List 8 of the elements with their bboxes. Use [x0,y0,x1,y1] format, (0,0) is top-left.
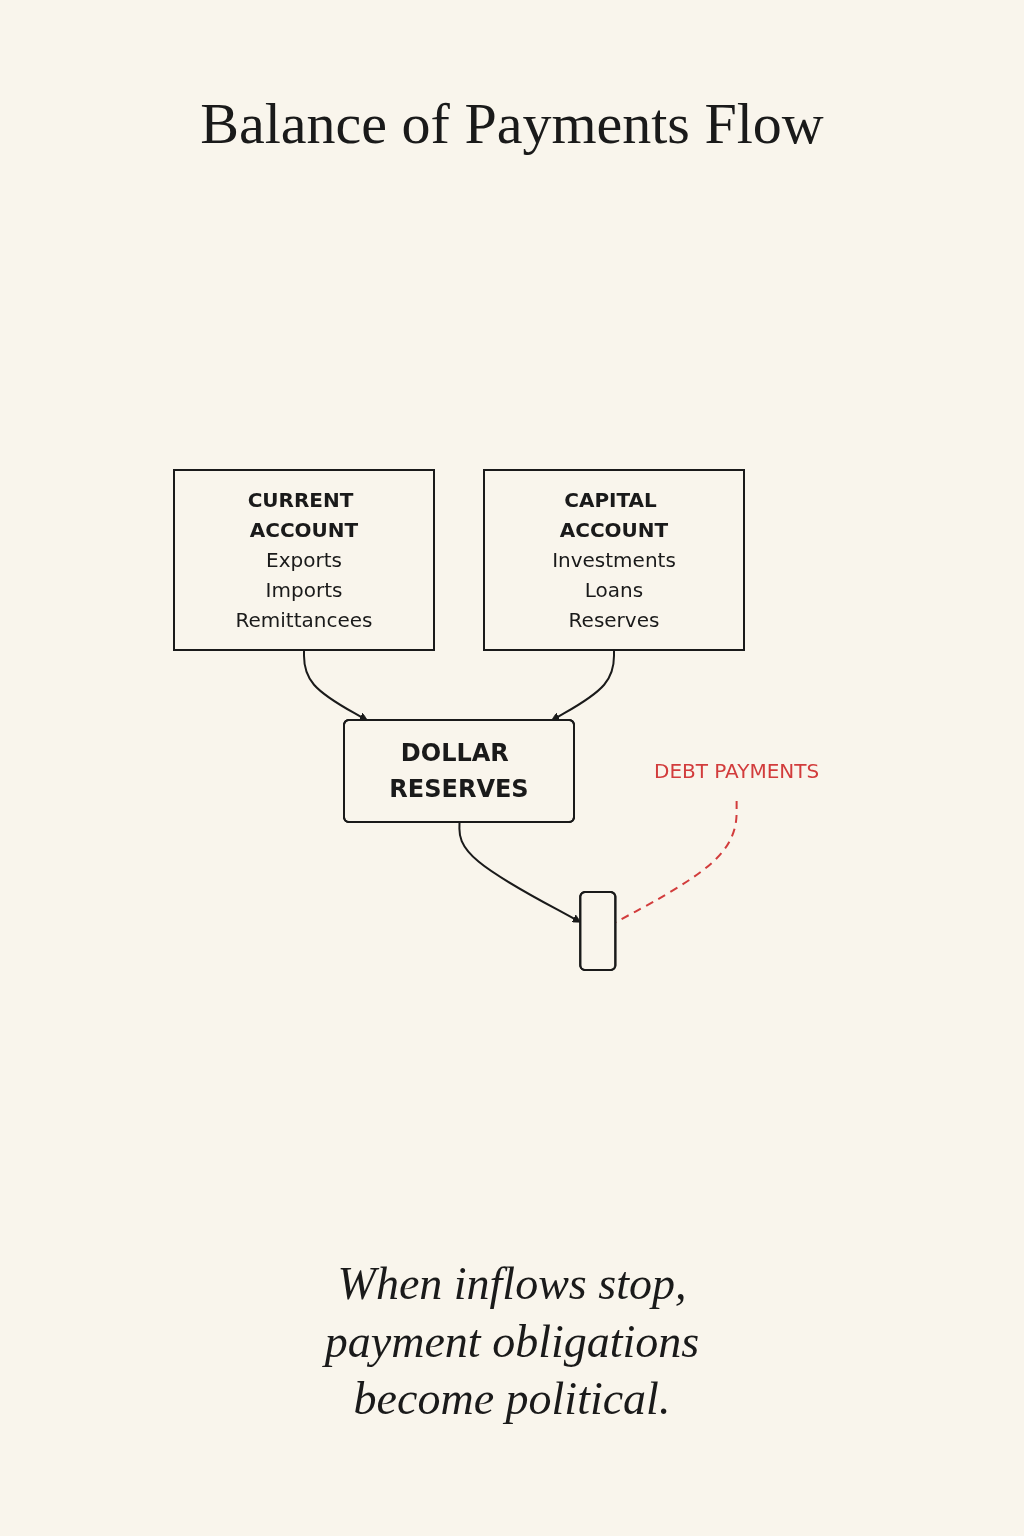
node-text: DEBT PAYMENTS [654,759,820,783]
node-text: DOLLAR RESERVES [389,739,530,803]
arrow [551,649,616,721]
caption: When inflows stop, payment obligations become political. [321,1257,701,1426]
arrow [303,649,369,721]
title: Balance of Payments Flow [199,90,825,157]
node-box: CAPITAL ACCOUNT Investments Loans Reserves [483,469,746,651]
node-box: CURRENT ACCOUNT Exports Imports Remittancees [173,469,436,651]
